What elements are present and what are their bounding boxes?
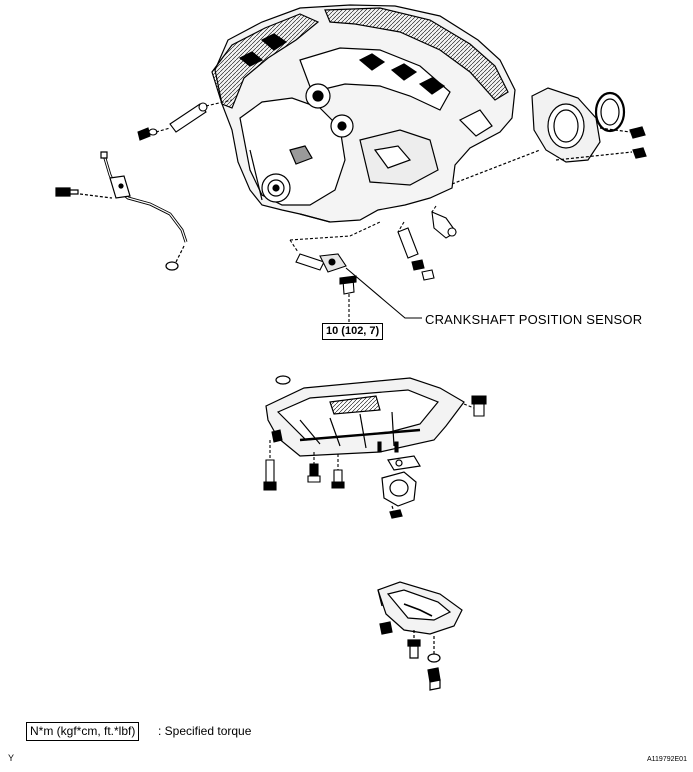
oil-dipstick-tube [55,151,188,271]
timing-chain-tensioner-parts [137,99,233,141]
torque-specification-label: 10 (102, 7) [322,323,384,340]
oil-pan-bolts [263,395,487,491]
crankshaft-position-sensor-label: CRANKSHAFT POSITION SENSOR [425,312,643,327]
engine-block [211,4,516,223]
torque-unit-legend-box: N*m (kgf*cm, ft.*lbf) [26,722,140,741]
rear-oil-seal-retainer [451,87,647,185]
oil-pan-upper [265,375,465,519]
knock-sensor-parts [397,205,457,281]
oil-pan-lower [377,581,463,691]
crankshaft-position-sensor [289,221,422,322]
torque-legend-description: : Specified torque [158,724,252,738]
page-mark: Y [8,753,15,763]
figure-id: A119792E01 [647,756,687,763]
